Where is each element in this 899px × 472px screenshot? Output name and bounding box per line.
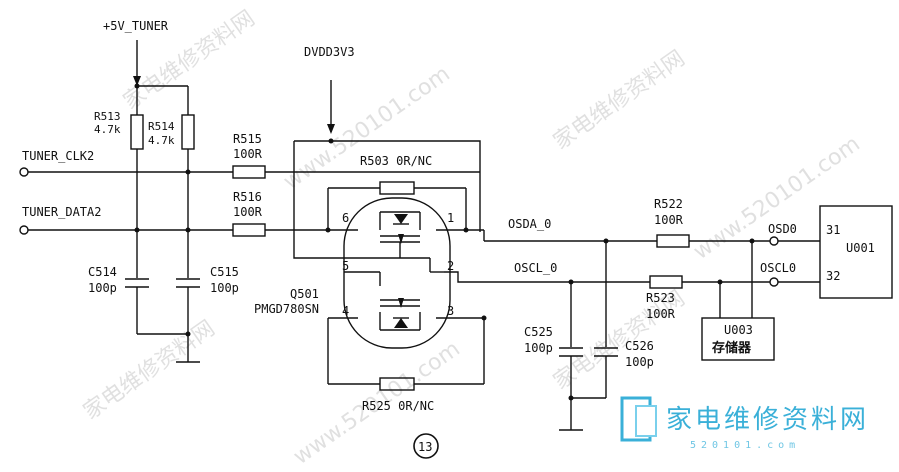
watermark-layer: 家电维修资料网 www.520101.com 家电维修资料网 www.52010…: [79, 6, 865, 470]
label-u003: U003: [724, 323, 753, 337]
label-r522: R522: [654, 197, 683, 211]
pin-label-4: 4: [342, 304, 349, 318]
logo-url: 520101.com: [690, 440, 800, 451]
connector-osd0: [769, 236, 779, 246]
pin-label-3: 3: [447, 304, 454, 318]
label-c514: C514: [88, 265, 117, 279]
resistor-r503: [379, 181, 415, 195]
pin-label-1: 1: [447, 211, 454, 225]
label-oscl0: OSCL0: [760, 261, 796, 275]
label-r513: R513: [94, 110, 121, 123]
label-c526-value: 100p: [625, 355, 654, 369]
resistor-r514: [181, 114, 195, 150]
label-r514: R514: [148, 120, 175, 133]
label-r523-value: 100R: [646, 307, 676, 321]
label-osd0: OSD0: [768, 222, 797, 236]
resistor-r513: [130, 114, 144, 150]
label-dvdd: DVDD3V3: [304, 45, 355, 59]
label-c526: C526: [625, 339, 654, 353]
label-q501-part: PMGD780SN: [254, 302, 319, 316]
ic-u001: [819, 205, 893, 299]
label-c525: C525: [524, 325, 553, 339]
watermark-text: 家电维修资料网: [79, 316, 220, 425]
label-r523: R523: [646, 291, 675, 305]
pin-label-32: 32: [826, 269, 840, 283]
pin-label-6: 6: [342, 211, 349, 225]
label-osda: OSDA_0: [508, 217, 551, 231]
label-r516-value: 100R: [233, 205, 263, 219]
label-c514-value: 100p: [88, 281, 117, 295]
connector-tuner-data: [19, 225, 29, 235]
label-r515: R515: [233, 132, 262, 146]
label-r516: R516: [233, 190, 262, 204]
label-r515-value: 100R: [233, 147, 263, 161]
label-c515-value: 100p: [210, 281, 239, 295]
transistor-q501: [343, 197, 451, 349]
label-tuner-clk: TUNER_CLK2: [22, 149, 94, 163]
resistor-r515: [232, 165, 266, 179]
label-r514-value: 4.7k: [148, 134, 175, 147]
site-logo: 家电维修资料网 520101.com: [620, 396, 869, 451]
label-u001: U001: [846, 241, 875, 255]
label-tuner-rail: +5V_TUNER: [103, 19, 169, 33]
pin-label-5: 5: [342, 259, 349, 273]
watermark-text: www.520101.com: [279, 61, 455, 194]
label-r503: R503 0R/NC: [360, 154, 432, 168]
label-q501: Q501: [290, 287, 319, 301]
label-r525: R525 0R/NC: [362, 399, 434, 413]
page-number-circle: [413, 433, 439, 459]
resistor-r522: [656, 234, 690, 248]
connector-oscl0: [769, 277, 779, 287]
label-r522-value: 100R: [654, 213, 684, 227]
pin-label-31: 31: [826, 223, 840, 237]
label-u003-desc: 存储器: [712, 340, 752, 356]
ic-u003: [701, 317, 775, 361]
logo-text: 家电维修资料网: [666, 405, 869, 435]
watermark-text: www.520101.com: [689, 131, 865, 264]
pin-label-2: 2: [447, 259, 454, 273]
connector-tuner-clk: [19, 167, 29, 177]
watermark-text: 家电维修资料网: [549, 46, 690, 155]
label-tuner-data: TUNER_DATA2: [22, 205, 101, 219]
label-c515: C515: [210, 265, 239, 279]
diode-symbol: [394, 214, 408, 224]
resistor-r516: [232, 223, 266, 237]
label-c525-value: 100p: [524, 341, 553, 355]
label-r513-value: 4.7k: [94, 123, 121, 136]
label-oscl: OSCL_0: [514, 261, 557, 275]
page-number: 13: [418, 440, 432, 454]
resistor-r523: [649, 275, 683, 289]
